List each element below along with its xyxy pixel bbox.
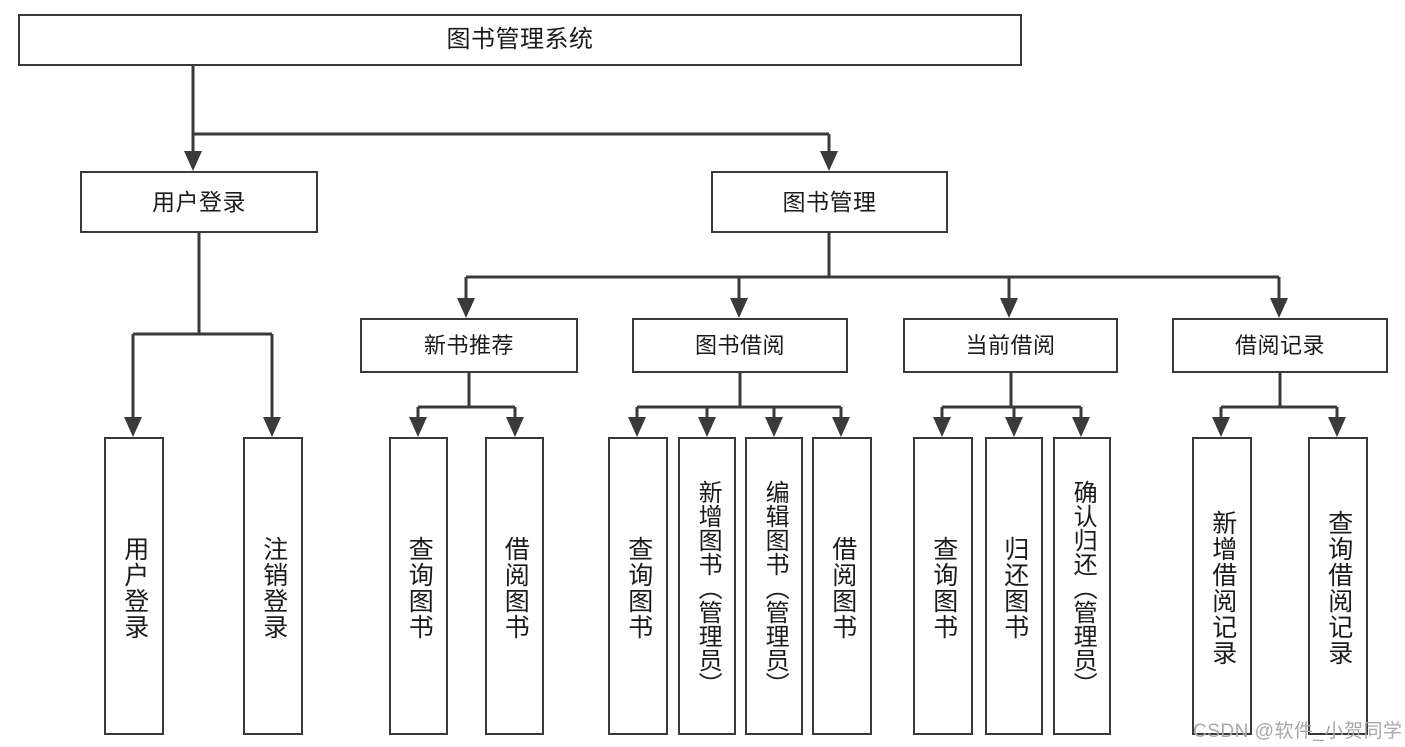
arrow-head-icon bbox=[263, 417, 281, 437]
node-leaf-query-book-1[interactable]: 查询图书 bbox=[389, 437, 448, 735]
node-leaf-return-book[interactable]: 归还图书 bbox=[985, 437, 1043, 735]
node-leaf-add-book[interactable]: 新增图书（管理员） bbox=[678, 437, 736, 735]
arrow-head-icon bbox=[628, 417, 646, 437]
node-label: 归还图书 bbox=[1000, 536, 1029, 640]
node-label: 新增图书（管理员） bbox=[694, 480, 722, 696]
node-label: 确认归还（管理员） bbox=[1069, 480, 1097, 696]
node-leaf-add-record[interactable]: 新增借阅记录 bbox=[1192, 437, 1252, 735]
node-leaf-user-login[interactable]: 用户登录 bbox=[104, 437, 164, 735]
node-leaf-query-book-3[interactable]: 查询图书 bbox=[913, 437, 973, 735]
watermark-text: CSDN @软件_小贺同学 bbox=[1193, 721, 1403, 742]
node-label: 新增借阅记录 bbox=[1208, 510, 1237, 666]
arrow-head-icon bbox=[698, 417, 716, 437]
node-leaf-edit-book[interactable]: 编辑图书（管理员） bbox=[745, 437, 803, 735]
node-new-book-recommend[interactable]: 新书推荐 bbox=[360, 318, 578, 373]
arrow-head-icon bbox=[124, 417, 142, 437]
node-label: 查询图书 bbox=[624, 536, 653, 640]
node-label: 查询借阅记录 bbox=[1324, 510, 1353, 666]
node-leaf-confirm-return[interactable]: 确认归还（管理员） bbox=[1053, 437, 1111, 735]
arrow-head-icon bbox=[184, 151, 202, 171]
node-leaf-borrow-book-1[interactable]: 借阅图书 bbox=[485, 437, 544, 735]
node-borrow-record[interactable]: 借阅记录 bbox=[1172, 318, 1388, 373]
node-label: 用户登录 bbox=[120, 536, 149, 640]
node-root-system[interactable]: 图书管理系统 bbox=[18, 14, 1022, 66]
arrow-head-icon bbox=[1328, 417, 1346, 437]
node-label: 借阅记录 bbox=[1234, 332, 1325, 358]
node-label: 图书管理系统 bbox=[446, 26, 594, 54]
node-leaf-query-record[interactable]: 查询借阅记录 bbox=[1308, 437, 1368, 735]
node-book-borrow[interactable]: 图书借阅 bbox=[632, 318, 848, 373]
node-label: 图书管理 bbox=[782, 188, 877, 215]
node-label: 查询图书 bbox=[929, 536, 958, 640]
arrow-head-icon bbox=[933, 417, 951, 437]
node-label: 编辑图书（管理员） bbox=[761, 480, 789, 696]
node-book-manage[interactable]: 图书管理 bbox=[711, 171, 948, 233]
node-leaf-user-logout[interactable]: 注销登录 bbox=[243, 437, 303, 735]
node-label: 新书推荐 bbox=[423, 332, 514, 358]
node-current-borrow[interactable]: 当前借阅 bbox=[903, 318, 1118, 373]
node-label: 图书借阅 bbox=[694, 332, 785, 358]
arrow-head-icon bbox=[409, 417, 427, 437]
arrow-head-icon bbox=[1005, 417, 1023, 437]
node-user-login[interactable]: 用户登录 bbox=[80, 171, 318, 233]
node-label: 借阅图书 bbox=[828, 536, 857, 640]
arrow-head-icon bbox=[820, 151, 838, 171]
arrow-head-icon bbox=[765, 417, 783, 437]
arrow-head-icon bbox=[457, 298, 475, 318]
arrow-head-icon bbox=[1212, 417, 1230, 437]
arrow-head-icon bbox=[730, 298, 748, 318]
node-label: 借阅图书 bbox=[501, 536, 530, 640]
arrow-head-icon bbox=[1270, 298, 1288, 318]
arrow-head-icon bbox=[1000, 298, 1018, 318]
node-label: 当前借阅 bbox=[965, 332, 1056, 358]
arrow-head-icon bbox=[832, 417, 850, 437]
node-leaf-borrow-book-2[interactable]: 借阅图书 bbox=[812, 437, 872, 735]
node-label: 用户登录 bbox=[152, 188, 246, 215]
arrow-head-icon bbox=[506, 417, 524, 437]
node-label: 注销登录 bbox=[259, 536, 288, 640]
node-leaf-query-book-2[interactable]: 查询图书 bbox=[608, 437, 668, 735]
node-label: 查询图书 bbox=[405, 536, 434, 640]
arrow-head-icon bbox=[1072, 417, 1090, 437]
